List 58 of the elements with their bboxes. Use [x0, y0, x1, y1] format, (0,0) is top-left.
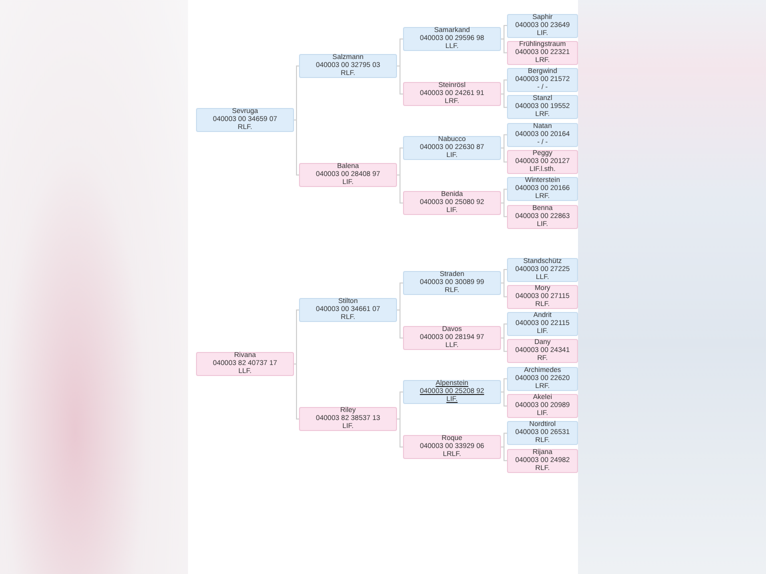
- connector-line: [500, 134, 508, 148]
- connector-line: [500, 25, 508, 40]
- pedigree-box: [507, 95, 578, 120]
- pedigree-box: [507, 68, 578, 92]
- connector-line: [500, 80, 508, 94]
- connector-line: [396, 392, 404, 420]
- pedigree-box: [507, 448, 578, 473]
- connector-line: [500, 432, 508, 448]
- connector-line: [500, 392, 508, 406]
- pedigree-box: [196, 352, 294, 376]
- connector-line: [396, 38, 404, 66]
- pedigree-box: [507, 40, 578, 65]
- connector-line: [500, 282, 508, 298]
- connector-line: [500, 38, 508, 54]
- connector-line: [500, 188, 508, 204]
- pedigree-box: [299, 54, 397, 78]
- pedigree-box: [507, 14, 578, 38]
- pedigree-box: [507, 312, 578, 336]
- connector-line: [500, 378, 508, 392]
- connector-line: [500, 324, 508, 338]
- connector-line: [294, 310, 300, 364]
- pedigree-box: [507, 258, 578, 282]
- connector-line: [500, 202, 508, 218]
- connector-line: [396, 282, 404, 310]
- connector-line: [396, 66, 404, 94]
- pedigree-box: [507, 421, 578, 446]
- pedigree-box: [507, 177, 578, 202]
- connector-line: [500, 148, 508, 162]
- pedigree-box: [403, 27, 501, 51]
- pedigree-box: [299, 163, 397, 187]
- connector-line: [396, 174, 404, 204]
- connector-line: [500, 338, 508, 352]
- connector-line: [396, 418, 404, 448]
- pedigree-box: [403, 191, 501, 215]
- pedigree-box: [299, 407, 397, 431]
- connector-line: [396, 310, 404, 338]
- pedigree-box: [507, 122, 578, 147]
- pedigree-box: [507, 366, 578, 391]
- connector-line: [294, 120, 300, 176]
- pedigree-box: [507, 339, 578, 364]
- pedigree-box: [507, 204, 578, 229]
- connector-line: [294, 66, 300, 120]
- pedigree-box: [403, 271, 501, 295]
- pedigree-box: [403, 380, 501, 404]
- connector-line: [500, 269, 508, 284]
- pedigree-box: [403, 326, 501, 350]
- pedigree-box: [196, 108, 294, 132]
- connector-line: [500, 94, 508, 108]
- pedigree-box: [507, 394, 578, 418]
- pedigree-box: [403, 136, 501, 160]
- connector-line: [500, 446, 508, 462]
- pedigree-box: [403, 435, 501, 459]
- pedigree-box: [507, 284, 578, 309]
- pedigree-box: [403, 82, 501, 106]
- pedigree-box: [299, 298, 397, 322]
- pedigree-box: [507, 150, 578, 174]
- connector-line: [396, 148, 404, 176]
- connector-line: [294, 364, 300, 420]
